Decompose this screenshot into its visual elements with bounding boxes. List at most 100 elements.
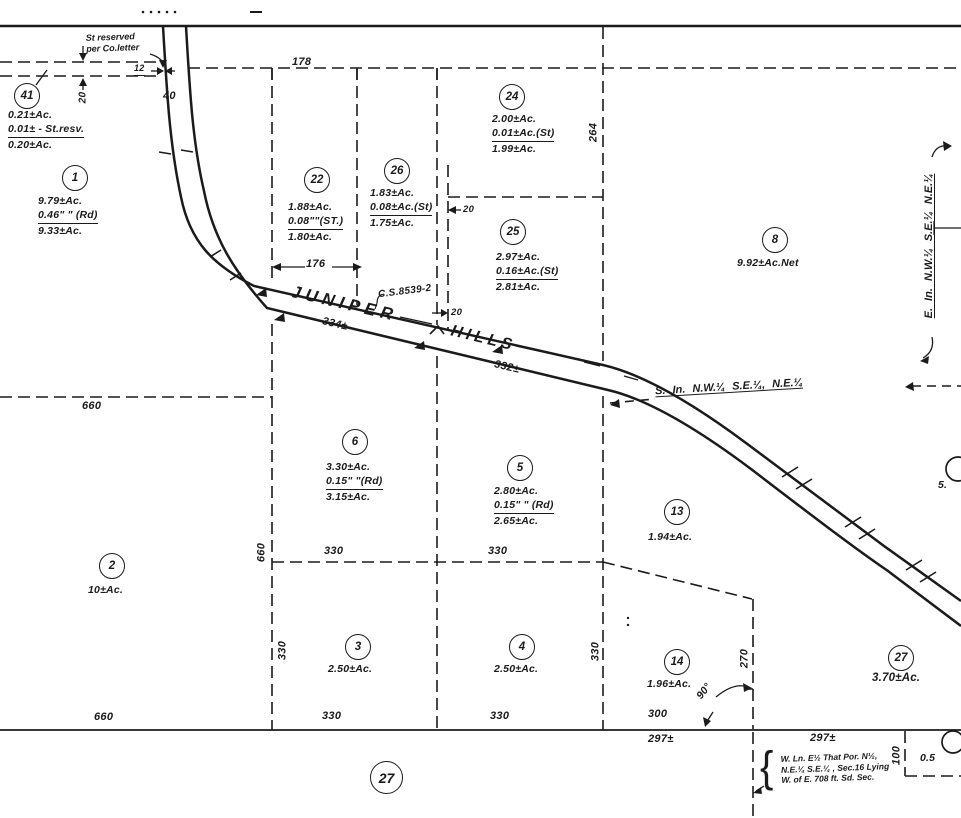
- dim-12: 12: [134, 62, 145, 76]
- parcel-25-circle: 25: [500, 219, 526, 245]
- parcel-24-net: 1.99±Ac.: [492, 143, 537, 155]
- parcel-3-circle: 3: [345, 634, 371, 660]
- parcel-6-number: 6: [351, 436, 359, 448]
- parcel-8-number: 8: [771, 234, 779, 246]
- dim-660-vertical: 660: [255, 542, 268, 563]
- edge-parcel-circles: [941, 456, 961, 754]
- dim-330-mid-b: 330: [488, 545, 508, 557]
- parcel-41-label: 0.21±Ac. 0.01± - St.resv. 0.20±Ac.: [8, 108, 85, 152]
- parcel-1-number: 1: [71, 172, 79, 184]
- parcel-1-deduction: 0.46" " (Rd): [38, 208, 98, 224]
- parcel-41-net: 0.20±Ac.: [8, 139, 53, 151]
- dim-330-mid-a: 330: [324, 545, 344, 557]
- parcel-22-net: 1.80±Ac.: [288, 231, 333, 243]
- parcel-4-circle: 4: [509, 634, 535, 660]
- edge-parcel-area: 5.: [938, 479, 948, 491]
- parcel-24-circle: 24: [499, 84, 525, 110]
- parcel-6-net: 3.15±Ac.: [326, 491, 371, 503]
- parcel-5-gross: 2.80±Ac.: [494, 485, 539, 497]
- street-reserved-note: St reserved per Co.letter: [86, 31, 140, 54]
- parcel-2-label: 10±Ac.: [88, 583, 123, 597]
- dim-100: 100: [890, 745, 903, 766]
- dim-297-a: 297±: [648, 733, 674, 745]
- property-lines: [0, 27, 961, 818]
- dim-178: 178: [292, 56, 312, 68]
- road-arrowheads: [256, 288, 503, 354]
- parcel-13-circle: 13: [664, 499, 690, 525]
- parcel-13-number: 13: [670, 506, 684, 518]
- parcel-2-circle: 2: [99, 553, 125, 579]
- parcel-4-number: 4: [518, 641, 526, 653]
- parcel-14-area: 1.96±Ac.: [647, 678, 692, 690]
- parcel-22-number: 22: [310, 174, 324, 186]
- dim-20-a: 20: [463, 204, 475, 215]
- dim-660-bottom: 660: [94, 711, 114, 723]
- annotation-arrowheads: [159, 60, 952, 794]
- parcel-22-label: 1.88±Ac. 0.08""(ST.) 1.80±Ac.: [288, 200, 344, 244]
- dim-176: 176: [306, 258, 326, 270]
- parcel-25-deduction: 0.16±Ac.(St): [496, 264, 559, 280]
- parcel-6-gross: 3.30±Ac.: [326, 461, 371, 473]
- dim-297-b: 297±: [810, 732, 836, 744]
- dim-330-bottom-b: 330: [490, 710, 510, 722]
- parcel-27-label: 3.70±Ac.: [872, 671, 920, 685]
- parcel-5-label: 2.80±Ac. 0.15" " (Rd) 2.65±Ac.: [494, 484, 554, 528]
- parcel-6-deduction: 0.15" "(Rd): [326, 474, 383, 490]
- parcel-14-number: 14: [670, 656, 684, 668]
- dim-270: 270: [738, 648, 751, 669]
- parcel-26-number: 26: [390, 165, 404, 177]
- parcel-24-deduction: 0.01±Ac.(St): [492, 126, 555, 142]
- dim-330-vertical-left: 330: [276, 640, 289, 661]
- parcel-25-net: 2.81±Ac.: [496, 281, 541, 293]
- dim-660-mid: 660: [82, 400, 102, 412]
- parcel-2-area: 10±Ac.: [88, 584, 123, 596]
- parcel-3-number: 3: [354, 641, 362, 653]
- parcel-27-circle: 27: [888, 645, 914, 671]
- section-border-lines: [0, 24, 961, 731]
- parcel-26-net: 1.75±Ac.: [370, 217, 415, 229]
- parcel-25-gross: 2.97±Ac.: [496, 251, 541, 263]
- parcel-24-gross: 2.00±Ac.: [492, 113, 537, 125]
- parcel-26-label: 1.83±Ac. 0.08±Ac.(St) 1.75±Ac.: [370, 186, 433, 230]
- scan-dots: [141, 10, 630, 627]
- corner-note-brace: {: [760, 742, 774, 792]
- parcel-41-gross: 0.21±Ac.: [8, 109, 53, 121]
- parcel-41-number: 41: [20, 90, 34, 102]
- parcel-5-net: 2.65±Ac.: [494, 515, 539, 527]
- dimension-arrowheads: [79, 53, 456, 317]
- parcel-22-circle: 22: [304, 167, 330, 193]
- corner-parcel-label: 0.5: [920, 751, 935, 765]
- corner-note: W. Ln. E½ That Por. N½, N.E.¼ S.E.¼ , Se…: [780, 750, 889, 785]
- parcel-6-circle: 6: [342, 429, 368, 455]
- parcel-25-number: 25: [506, 226, 520, 238]
- edge-parcel-label: 5.: [938, 478, 947, 492]
- parcel-8-label: 9.92±Ac.Net: [737, 256, 799, 270]
- parcel-26-circle: 26: [384, 158, 410, 184]
- parcel-1-gross: 9.79±Ac.: [38, 195, 83, 207]
- parcel-3-area: 2.50±Ac.: [328, 663, 373, 675]
- road-survey-ticks: [158, 149, 937, 583]
- parcel-27-area: 3.70±Ac.: [872, 672, 921, 684]
- parcel-8-net: 9.92±Ac.Net: [737, 257, 799, 269]
- parcel-26-gross: 1.83±Ac.: [370, 187, 415, 199]
- parcel-4-area: 2.50±Ac.: [494, 663, 539, 675]
- parcel-8-circle: 8: [762, 227, 788, 253]
- parcel-1-net: 9.33±Ac.: [38, 225, 83, 237]
- dim-330-vertical-right: 330: [589, 641, 602, 662]
- parcel-3-label: 2.50±Ac.: [328, 662, 372, 676]
- dim-20-b: 20: [451, 307, 463, 318]
- dim-264: 264: [587, 122, 600, 143]
- dim-300: 300: [648, 708, 668, 720]
- parcel-5-circle: 5: [507, 455, 533, 481]
- parcel-1-label: 9.79±Ac. 0.46" " (Rd) 9.33±Ac.: [38, 194, 98, 238]
- parcel-26-deduction: 0.08±Ac.(St): [370, 200, 433, 216]
- section-27-number: 27: [378, 769, 395, 786]
- parcel-41-circle: 41: [14, 83, 40, 109]
- parcel-5-number: 5: [516, 462, 524, 474]
- section-27-circle: 27: [370, 761, 403, 794]
- dim-330-bottom-a: 330: [322, 710, 342, 722]
- parcel-27-number: 27: [894, 652, 908, 664]
- parcel-25-label: 2.97±Ac. 0.16±Ac.(St) 2.81±Ac.: [496, 250, 559, 294]
